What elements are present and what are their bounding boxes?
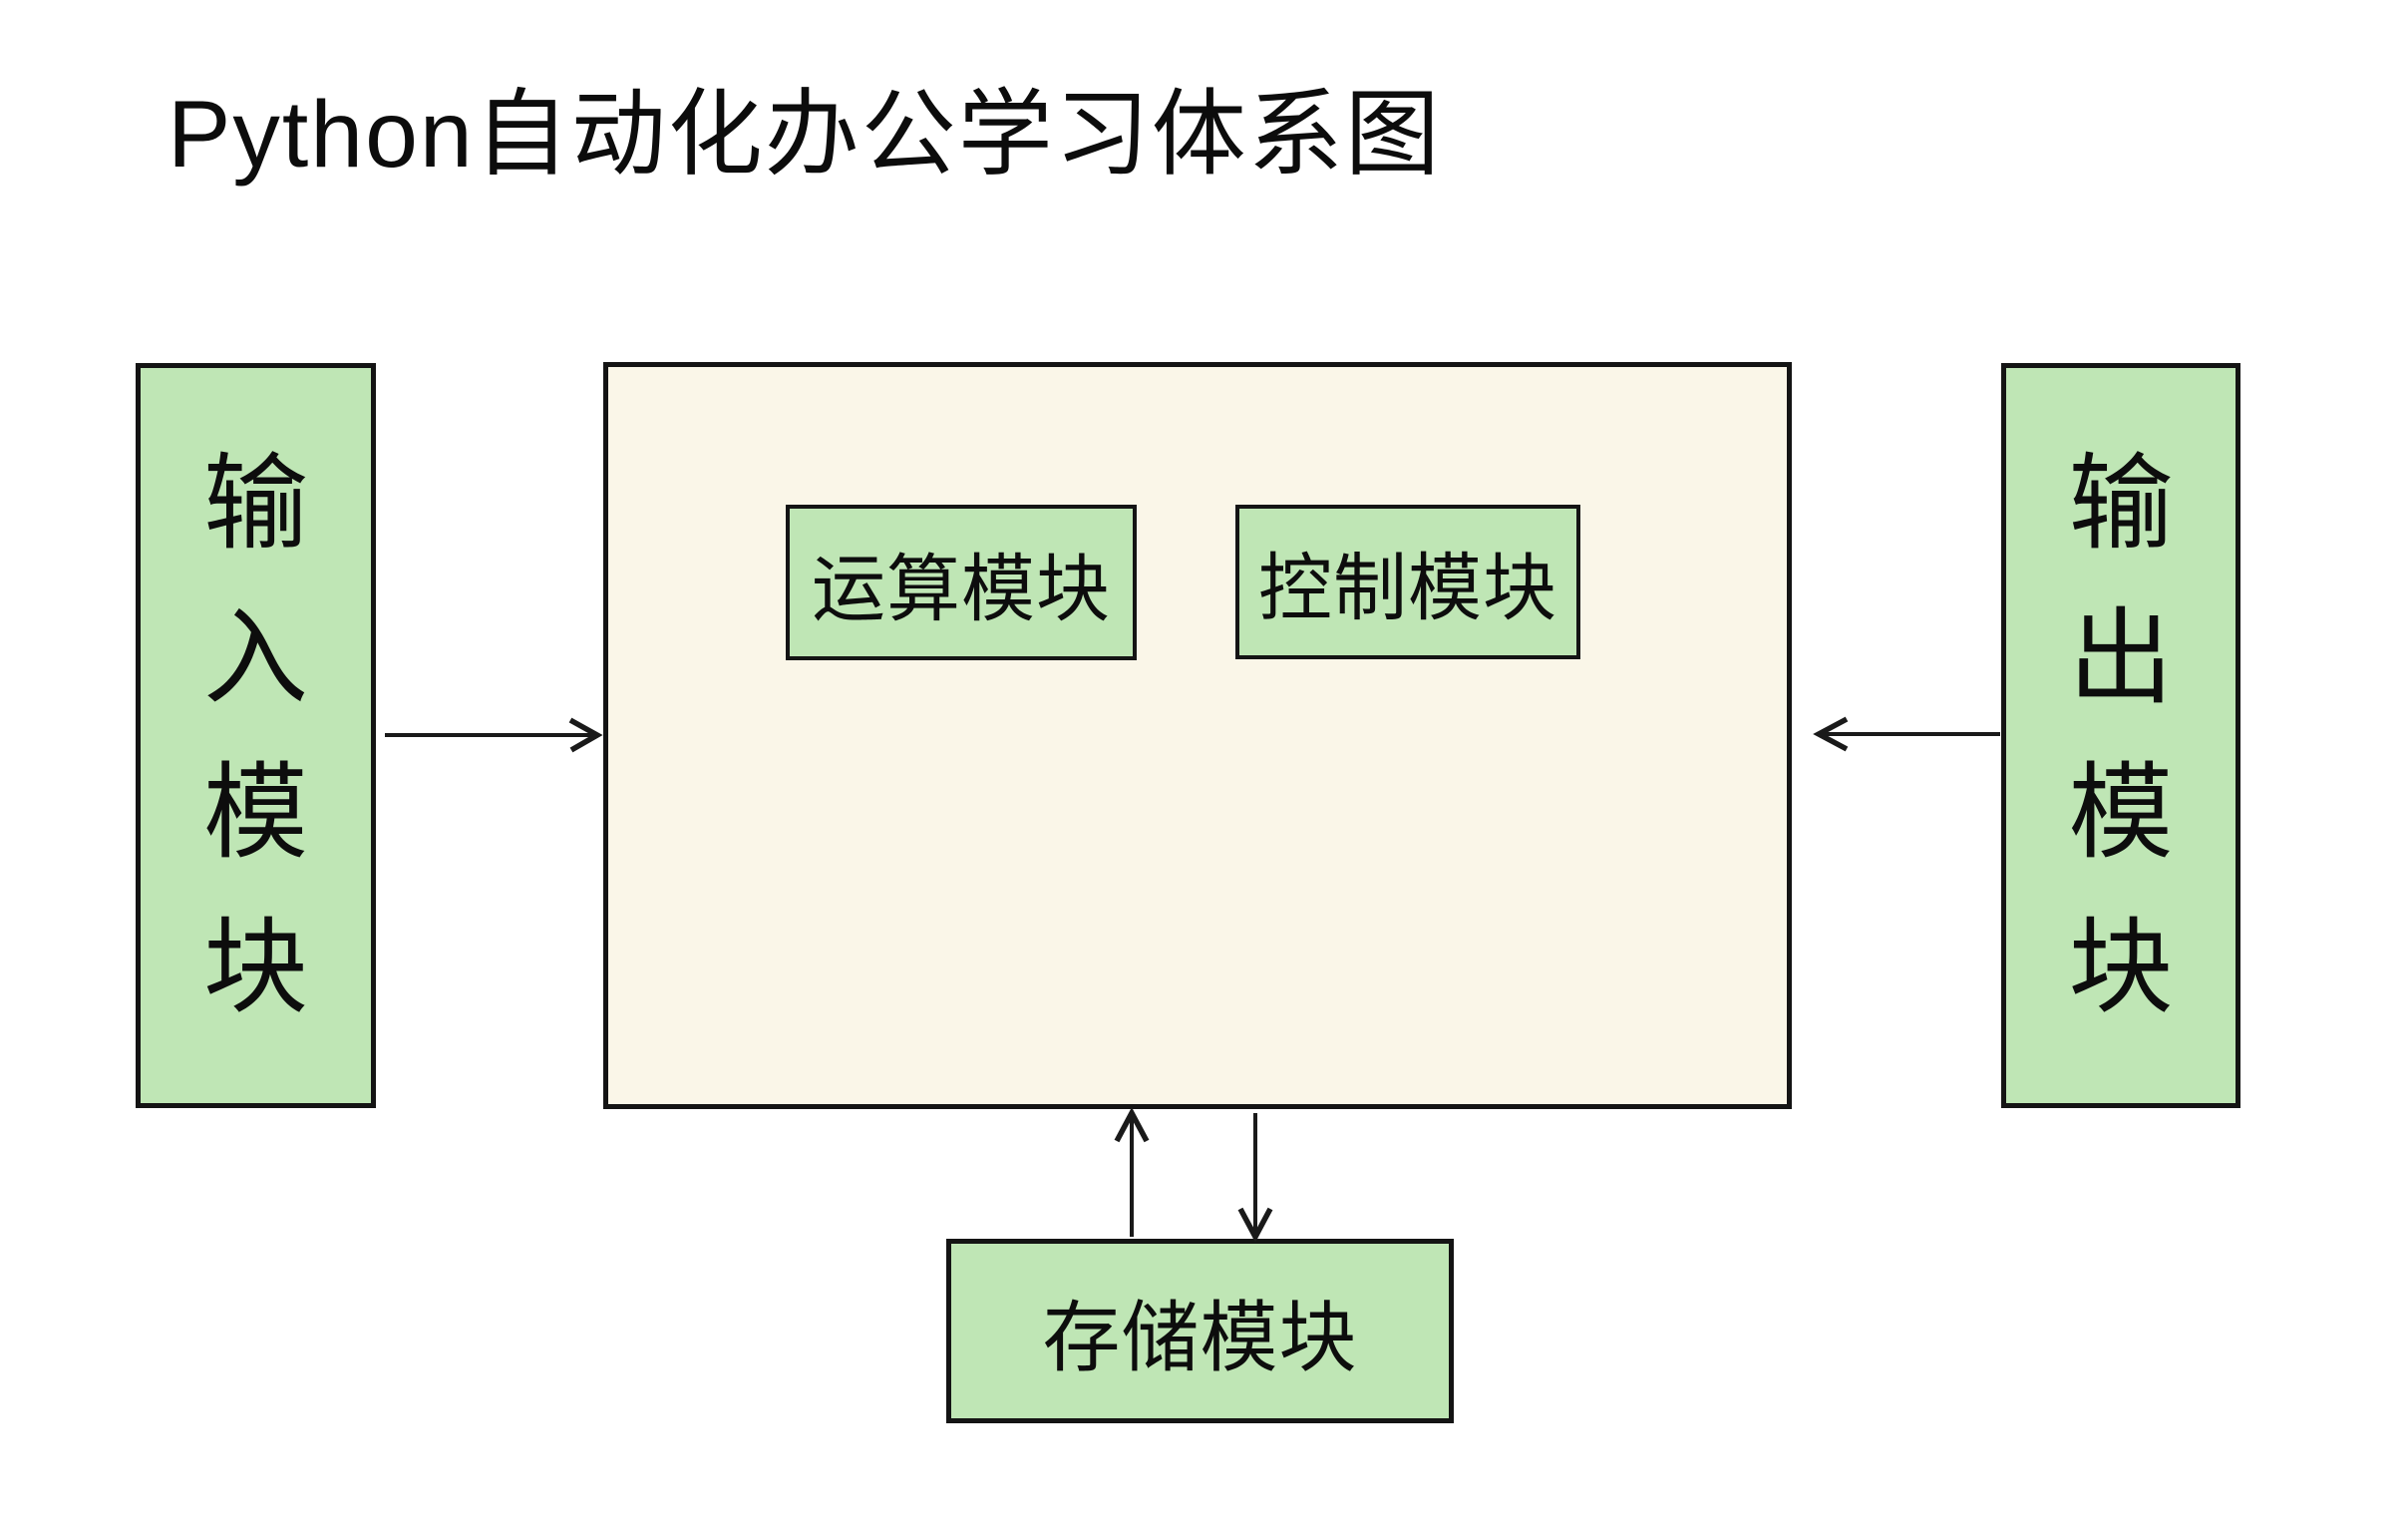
storage-module-label: 存储模块 (1042, 1293, 1358, 1381)
input-module-box: 输入模块 (136, 363, 376, 1108)
arrow-input-to-processor-icon (385, 717, 603, 753)
processor-box: 运算模块 控制模块 (603, 362, 1792, 1109)
control-module-label: 控制模块 (1258, 547, 1557, 629)
storage-module-box: 存储模块 (946, 1239, 1454, 1423)
arrow-processor-to-storage-icon (1237, 1113, 1273, 1243)
compute-module-label: 运算模块 (812, 547, 1111, 630)
compute-module-box: 运算模块 (786, 505, 1137, 660)
input-module-label: 输入模块 (202, 445, 308, 1026)
output-module-box: 输出模块 (2001, 363, 2240, 1108)
arrow-storage-to-processor-icon (1114, 1107, 1150, 1237)
page-title: Python自动化办公学习体系图 (168, 82, 1442, 188)
arrow-output-to-processor-icon (1813, 716, 2000, 752)
output-module-label: 输出模块 (2068, 445, 2174, 1026)
control-module-box: 控制模块 (1235, 505, 1580, 659)
